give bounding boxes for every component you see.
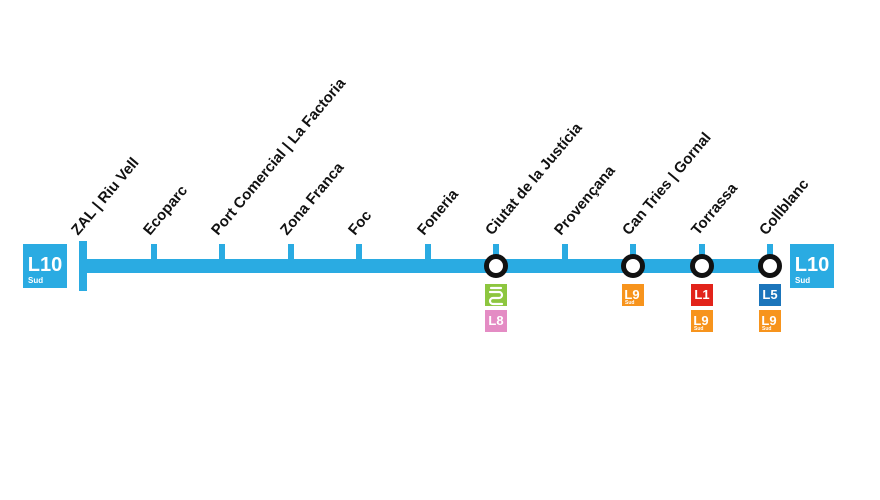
connection-badge-label: L9 [693, 313, 708, 328]
interchange-marker [758, 254, 782, 278]
connection-badge-label: L5 [762, 287, 777, 302]
station-tick [562, 244, 568, 260]
connection-badge-label: L1 [694, 287, 709, 302]
connection-badge-box [485, 310, 507, 332]
station-name: Provençana [551, 162, 619, 239]
station-name: Torrassa [688, 179, 741, 238]
station: Provençana [551, 162, 619, 260]
connection-badge-box [691, 284, 713, 306]
station-tick [219, 244, 225, 260]
interchange-marker [690, 254, 714, 278]
terminus-cap [79, 241, 87, 291]
interchange-marker [621, 254, 645, 278]
fgc-icon [488, 286, 504, 306]
line-badge-label: L10 [795, 254, 829, 276]
station-tick [425, 244, 431, 260]
connection-badge-box [759, 284, 781, 306]
station: Zona Franca [277, 159, 348, 260]
station-tick [288, 244, 294, 260]
connection-badge: L5 [759, 284, 781, 306]
station-tick [356, 244, 362, 260]
station: Foneria [414, 186, 462, 260]
connection-badge-sub: Sud [762, 326, 771, 332]
station-tick [699, 244, 705, 260]
connection-badge-label: L9 [761, 313, 776, 328]
line-badge-box [23, 244, 67, 288]
station-name: Collblanc [756, 176, 812, 239]
station-tick [630, 244, 636, 260]
interchange-marker [484, 254, 508, 278]
connection-badge-box [759, 310, 781, 332]
station-tick [767, 244, 773, 260]
line-badge-sub: Sud [28, 276, 43, 285]
station-tick [151, 244, 157, 260]
connection-badge: L1 [691, 284, 713, 306]
station-tick [493, 244, 499, 260]
line-badge-sub: Sud [795, 276, 810, 285]
fgc-icon-stroke-1 [488, 290, 504, 306]
connection-badge-box [691, 310, 713, 332]
connection-badge-label: L9 [624, 287, 639, 302]
connection-badge-label: L8 [488, 313, 503, 328]
station-name: ZAL | Riu Vell [68, 154, 142, 238]
line-badge-label: L10 [28, 254, 62, 276]
station-name: Port Comercial | La Factoria [208, 75, 350, 239]
connection-badge [485, 284, 507, 306]
connection-badge-sub: Sud [625, 300, 634, 306]
station: Ecoparc [140, 182, 191, 260]
station-name: Ecoparc [140, 182, 191, 238]
station: Foc [345, 207, 375, 260]
station-name: Zona Franca [277, 159, 348, 239]
station: ZAL | Riu Vell [68, 154, 142, 238]
connection-badge-sub: Sud [694, 326, 703, 332]
line-badge-box [790, 244, 834, 288]
station-name: Foc [345, 207, 375, 238]
station-name: Foneria [414, 186, 462, 239]
line-track [83, 259, 772, 273]
connection-badge: L8 [485, 310, 507, 332]
connection-badge-box [622, 284, 644, 306]
